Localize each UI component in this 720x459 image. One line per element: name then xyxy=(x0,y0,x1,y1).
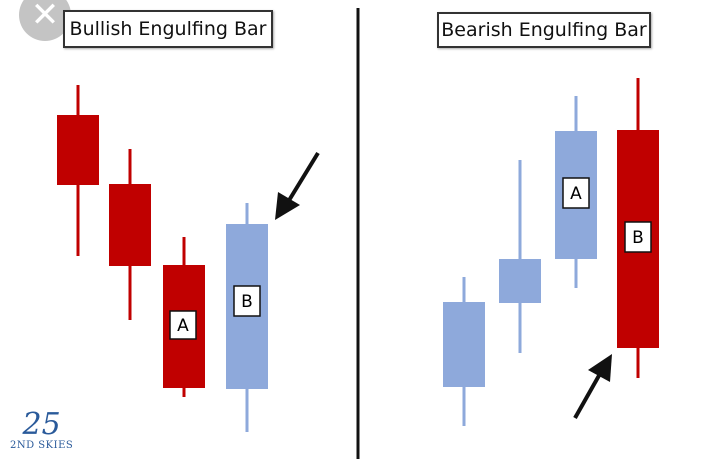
left-label-b: B xyxy=(241,292,253,312)
logo: 25 2ND SKIES xyxy=(10,407,74,452)
close-button[interactable]: ✕ xyxy=(19,0,71,41)
right-label-b: B xyxy=(632,228,644,248)
right-candle-2 xyxy=(499,160,541,353)
left-candle-1 xyxy=(57,85,99,256)
left-candle-b xyxy=(226,203,268,432)
right-arrow xyxy=(573,354,612,419)
left-candle-2 xyxy=(109,149,151,320)
left-title: Bullish Engulfing Bar xyxy=(63,10,273,48)
left-label-a: A xyxy=(177,316,189,336)
right-label-a: A xyxy=(570,184,582,204)
right-title: Bearish Engulfing Bar xyxy=(437,12,651,48)
logo-name: 2ND SKIES xyxy=(10,440,74,451)
logo-mark: 25 xyxy=(22,407,61,442)
left-arrow xyxy=(275,151,320,220)
right-candle-1 xyxy=(443,277,485,426)
close-icon: ✕ xyxy=(30,0,60,35)
